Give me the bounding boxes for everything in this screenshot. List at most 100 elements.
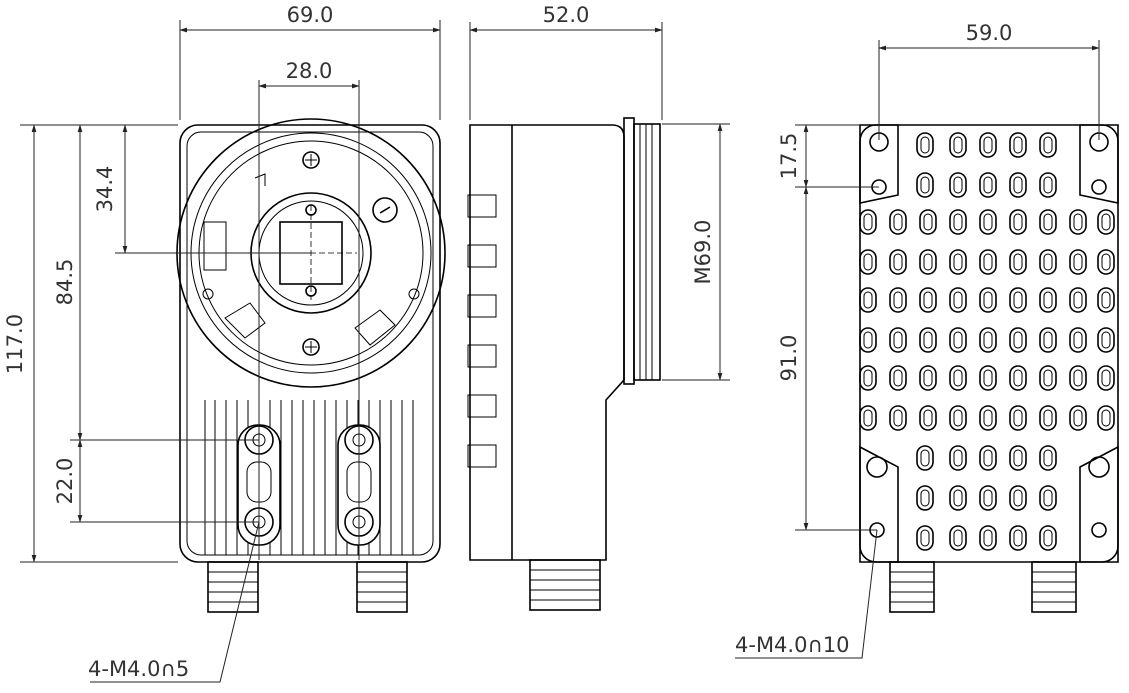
slot — [949, 445, 967, 471]
slot — [1039, 327, 1057, 353]
slot-inner — [923, 409, 933, 427]
heatsink-fins — [204, 400, 414, 555]
slot — [859, 287, 877, 313]
slot — [949, 405, 967, 431]
slot — [1069, 209, 1087, 235]
slot-inner — [1013, 331, 1023, 349]
slot — [949, 132, 967, 158]
slot-inner — [1013, 291, 1023, 309]
slot-inner — [863, 253, 873, 271]
slot — [1097, 287, 1115, 313]
slot — [889, 405, 907, 431]
slot — [1009, 445, 1027, 471]
dim-side-depth: 52.0 — [543, 3, 590, 27]
slot — [859, 249, 877, 275]
back-dimensions — [735, 40, 1100, 659]
dim-thread: M69.0 — [691, 220, 715, 285]
slot — [916, 525, 934, 551]
slot-inner — [893, 213, 903, 231]
slot — [889, 327, 907, 353]
dim-back-hole-spacing: 91.0 — [777, 335, 801, 382]
slot — [919, 405, 937, 431]
slot-inner — [923, 369, 933, 387]
front-dimensions — [20, 20, 441, 683]
slot-inner — [1013, 369, 1023, 387]
slot-inner — [983, 489, 993, 507]
slot-inner — [1043, 529, 1053, 547]
slot — [1097, 249, 1115, 275]
slot-inner — [983, 136, 993, 154]
slot — [949, 287, 967, 313]
slot-inner — [920, 176, 930, 194]
slot-inner — [1013, 489, 1023, 507]
slot-inner — [893, 291, 903, 309]
slot — [919, 287, 937, 313]
slot-inner — [1043, 136, 1053, 154]
slot-inner — [1101, 331, 1111, 349]
slot-inner — [953, 136, 963, 154]
slot-inner — [1013, 213, 1023, 231]
side-view — [467, 117, 661, 611]
slot — [1069, 249, 1087, 275]
slot — [979, 327, 997, 353]
front-view — [176, 118, 446, 613]
slot-inner — [1101, 213, 1111, 231]
dim-lens-center: 34.4 — [93, 166, 117, 213]
slot — [1039, 485, 1057, 511]
slot — [1009, 132, 1027, 158]
slot-inner — [1073, 409, 1083, 427]
slot-inner — [1073, 331, 1083, 349]
callout-front-holes: 4-M4.0∩5 — [88, 657, 189, 681]
slot — [979, 405, 997, 431]
slot — [889, 249, 907, 275]
slot-inner — [1043, 489, 1053, 507]
slot — [949, 327, 967, 353]
slot — [1039, 209, 1057, 235]
slot-inner — [863, 213, 873, 231]
slot-inner — [953, 449, 963, 467]
slot-inner — [983, 331, 993, 349]
slot — [1097, 327, 1115, 353]
slot — [979, 525, 997, 551]
back-view — [859, 124, 1119, 613]
slot-inner — [923, 253, 933, 271]
slot-inner — [983, 253, 993, 271]
slot — [979, 445, 997, 471]
slot-inner — [953, 291, 963, 309]
dim-hole-from-top: 84.5 — [53, 259, 77, 306]
side-dimensions — [469, 22, 730, 381]
slot-inner — [953, 213, 963, 231]
slot-inner — [953, 176, 963, 194]
slot — [919, 327, 937, 353]
slot — [889, 365, 907, 391]
slot-inner — [1101, 409, 1111, 427]
slot-inner — [983, 449, 993, 467]
slot — [1069, 405, 1087, 431]
slot — [1009, 485, 1027, 511]
slot-inner — [1073, 213, 1083, 231]
slot-inner — [953, 409, 963, 427]
slot — [889, 209, 907, 235]
slot — [1097, 209, 1115, 235]
slot — [916, 132, 934, 158]
slot — [979, 249, 997, 275]
slot-inner — [920, 489, 930, 507]
slot — [1039, 525, 1057, 551]
slot-inner — [1073, 369, 1083, 387]
slot — [916, 172, 934, 198]
slot — [979, 485, 997, 511]
slot — [1009, 327, 1027, 353]
slot — [979, 209, 997, 235]
dim-hole-spacing-y: 22.0 — [53, 458, 77, 505]
front-connectors — [207, 561, 408, 613]
slot-inner — [1013, 409, 1023, 427]
slot — [949, 209, 967, 235]
slot-inner — [953, 529, 963, 547]
slot-inner — [893, 369, 903, 387]
slot — [1039, 249, 1057, 275]
slot — [1009, 209, 1027, 235]
slot-inner — [923, 213, 933, 231]
slot-inner — [983, 291, 993, 309]
slot-inner — [983, 409, 993, 427]
back-heatsink-slots — [859, 132, 1115, 551]
